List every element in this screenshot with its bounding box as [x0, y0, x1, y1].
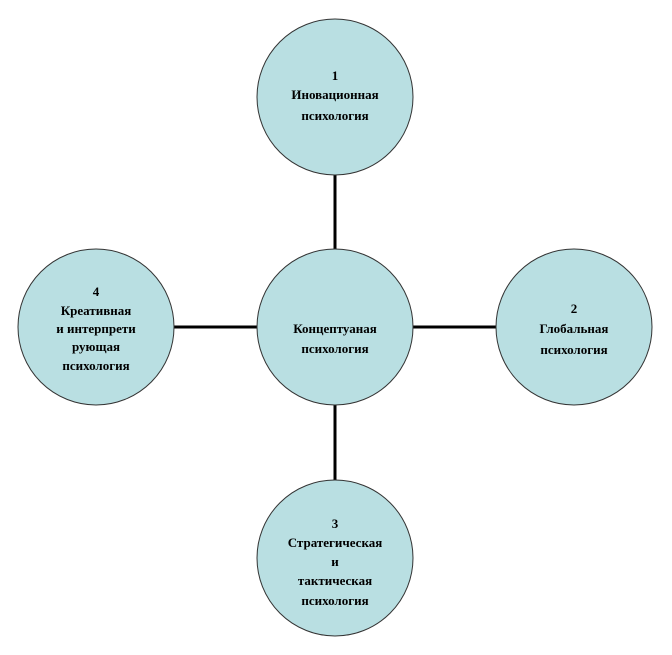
node-2: 2 Глобальная психология [495, 248, 653, 406]
node-1: 1 Иновационная психология [256, 18, 414, 176]
node-2-line: Глобальная [540, 321, 609, 336]
node-3-line: Стратегическая [288, 535, 383, 550]
node-4-line: психология [62, 358, 129, 373]
center-line: психология [301, 341, 368, 356]
node-3: 3 Стратегическая и тактическая психологи… [256, 479, 414, 637]
node-3-line: и [331, 554, 339, 569]
node-3-number: 3 [332, 516, 339, 531]
center-line: Концептуаная [293, 321, 377, 336]
node-1-line: Иновационная [291, 87, 378, 102]
node-4: 4 Креативная и интерпрети рующая психоло… [17, 248, 175, 406]
node-4-number: 4 [93, 284, 100, 299]
node-4-line: и интерпрети [56, 321, 136, 336]
node-3-line: тактическая [298, 573, 372, 588]
node-2-number: 2 [571, 301, 578, 316]
node-1-number: 1 [332, 68, 339, 83]
node-2-line: психология [540, 342, 607, 357]
node-4-line: Креативная [61, 303, 132, 318]
node-4-line: рующая [72, 339, 120, 354]
node-3-line: психология [301, 593, 368, 608]
node-center: Концептуаная психология [256, 248, 414, 406]
node-1-line: психология [301, 108, 368, 123]
